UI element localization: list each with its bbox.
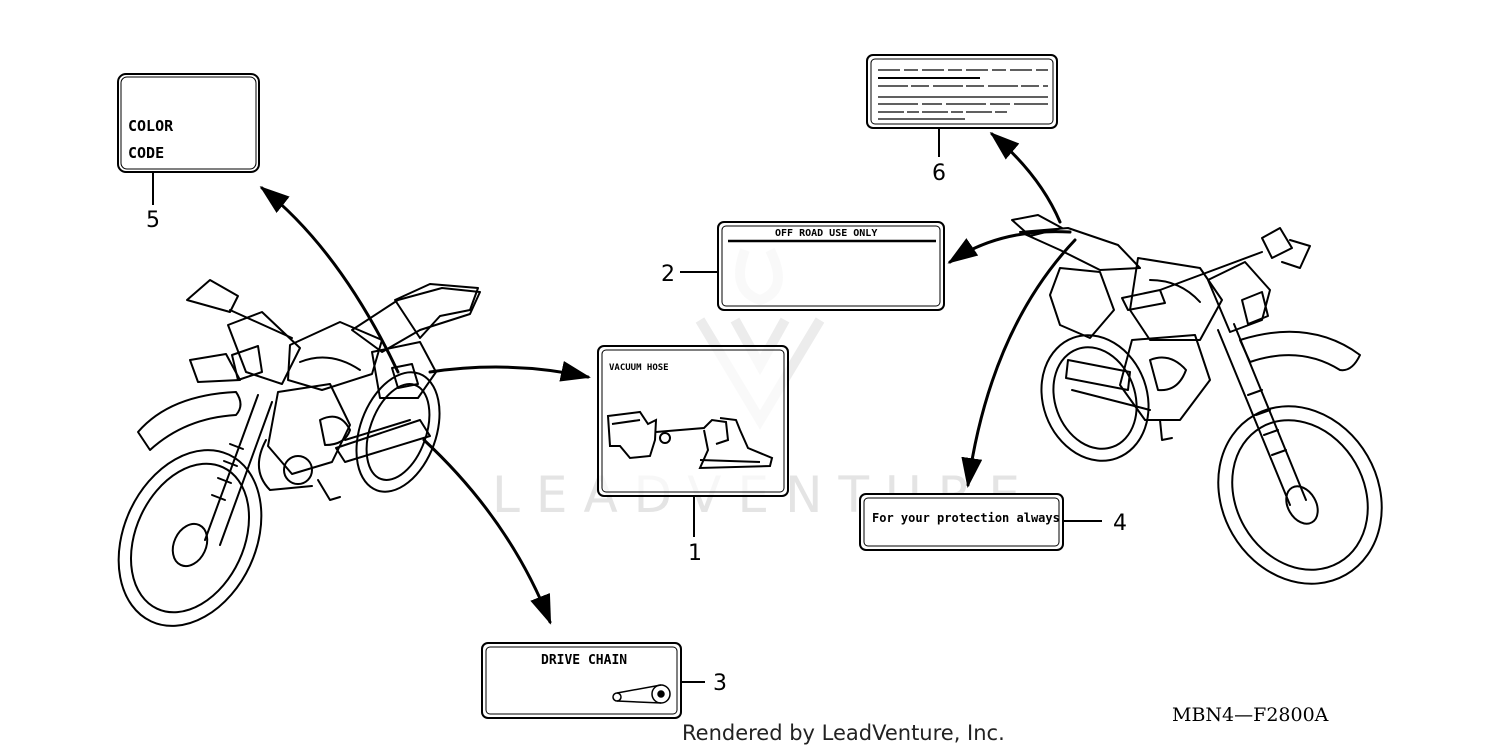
callout-5: 5 <box>146 208 160 233</box>
color-code-text-line2: CODE <box>128 144 164 162</box>
drive-chain-text: DRIVE CHAIN <box>541 653 627 668</box>
label-4-protection: For your protection always <box>859 493 1064 551</box>
chain-sprocket-icon <box>612 684 671 704</box>
arrow-to-label-6 <box>989 132 1062 224</box>
callout-3: 3 <box>713 671 727 696</box>
label-6-info <box>866 54 1058 129</box>
label-3-drive-chain: DRIVE CHAIN <box>481 642 682 719</box>
callout-2: 2 <box>661 262 675 287</box>
pointer-arrows <box>259 132 1077 625</box>
callout-6: 6 <box>932 161 946 186</box>
footer-credit: Rendered by LeadVenture, Inc. <box>682 721 1005 745</box>
arrow-to-label-4 <box>961 238 1077 488</box>
part-code: MBN4—F2800A <box>1172 704 1329 726</box>
color-code-text-line1: COLOR <box>128 117 174 135</box>
label-5-color-code: COLOR CODE <box>117 73 260 173</box>
label-2-off-road: OFF ROAD USE ONLY <box>717 221 945 311</box>
right-motorcycle <box>1011 214 1383 585</box>
off-road-text: OFF ROAD USE ONLY <box>775 228 877 239</box>
arrow-to-label-2 <box>947 230 1072 264</box>
callout-1: 1 <box>688 541 702 566</box>
arrow-to-label-1 <box>428 360 591 382</box>
vacuum-hose-text: VACUUM HOSE <box>609 363 669 373</box>
label-1-vacuum-hose: VACUUM HOSE <box>597 345 789 497</box>
left-motorcycle <box>117 279 481 627</box>
arrow-to-label-3 <box>422 438 552 625</box>
vacuum-hose-schematic <box>606 410 774 470</box>
callout-4: 4 <box>1113 511 1127 536</box>
arrow-to-label-5 <box>259 186 400 374</box>
protection-text: For your protection always <box>872 511 1060 525</box>
